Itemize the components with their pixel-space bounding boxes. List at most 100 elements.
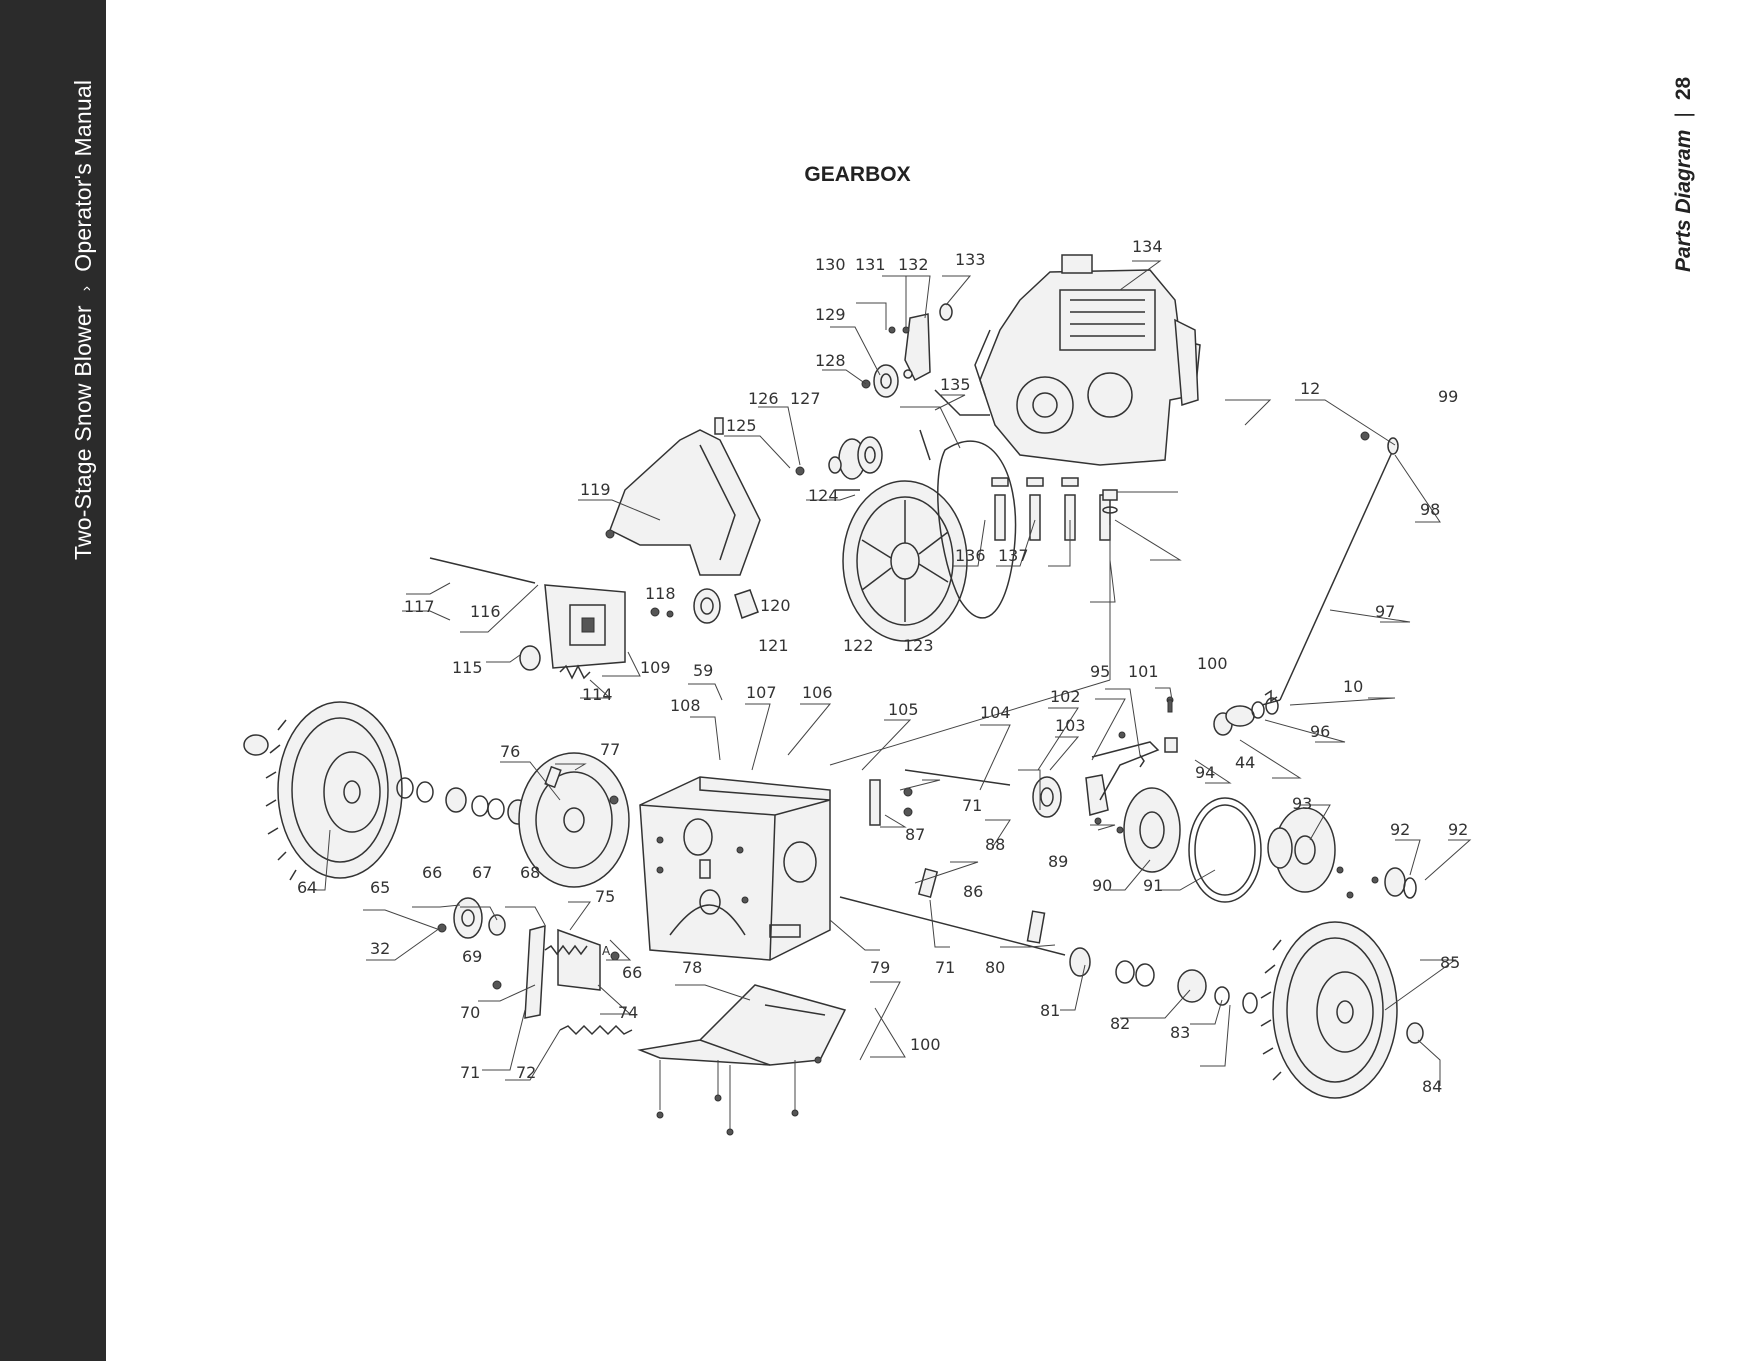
callout-100-b: 100 [910,1035,941,1054]
callout-79: 80 [985,958,1005,977]
callout-101: 101 [1128,662,1159,681]
callout-86: 87 [905,825,925,844]
callout-102: 102 [1050,687,1081,706]
callout-119: 123 [903,636,934,655]
callout-89: 90 [1092,876,1112,895]
callout-124: 128 [815,351,846,370]
callout-121: 125 [726,416,757,435]
callout-109: 109 [640,658,671,677]
callout-68: 68 [520,863,540,882]
callout-87: 88 [985,835,1005,854]
callout-90: 91 [1143,876,1163,895]
callout-71-c: 71 [460,1063,480,1082]
skid-plate [637,984,847,1136]
callout-72: 72 [516,1063,536,1082]
callout-88: 89 [1048,852,1068,871]
callout-97: 97 [1375,602,1395,621]
belt-pulleys [795,436,1017,642]
callout-131: 135 [940,375,971,394]
callout-10: 10 [1343,677,1363,696]
engine-mount-bolts [829,477,1118,766]
callouts: 130 131 132 133 134 129 128 135 126 127 … [297,237,1468,1096]
callout-98: 98 [1420,500,1440,519]
callout-113: 117 [404,597,435,616]
callout-83: 84 [1422,1077,1442,1096]
callout-93: 93 [1292,794,1312,813]
callout-117: 121 [758,636,789,655]
callout-108: 108 [670,696,701,715]
callout-84: 85 [1440,953,1460,972]
gearbox-frame [639,776,831,961]
callout-112: 116 [470,602,501,621]
idler-pulley-bracket [437,897,633,1036]
shafts [839,769,1066,956]
leader-lines [307,260,1472,1086]
belt-cover [605,417,761,576]
callout-111: 115 [452,658,483,677]
callout-100: 100 [1197,654,1228,673]
callout-71-b: 71 [935,958,955,977]
callout-126: 130 [815,255,846,274]
callout-99: 99 [1438,387,1458,406]
callout-106: 106 [802,683,833,702]
callout-129: 133 [955,250,986,269]
callout-65: 65 [370,878,390,897]
callout-128: 132 [898,255,929,274]
callout-122: 126 [748,389,779,408]
callout-95: 95 [1090,662,1110,681]
callout-91: 92 [1448,820,1468,839]
callout-85: 86 [963,882,983,901]
callout-116: 120 [760,596,791,615]
callout-132: 136 [955,546,986,565]
callout-78: 79 [870,958,890,977]
callout-133: 137 [998,546,1029,565]
callout-67: 67 [472,863,492,882]
side-band: Two-Stage Snow Blower›Operator's Manual [0,0,106,1361]
callout-81: 82 [1110,1014,1130,1033]
callout-80: 81 [1040,1001,1060,1020]
callout-114: 118 [645,584,676,603]
callout-66-b: 66 [622,963,642,982]
callout-74: 75 [595,887,615,906]
callout-77: 78 [682,958,702,977]
callout-130: 134 [1132,237,1163,256]
control-linkage [1091,431,1399,801]
callout-107: 107 [746,683,777,702]
callout-105: 105 [888,700,919,719]
callout-82: 83 [1170,1023,1190,1042]
bearing-block [429,557,759,680]
callout-12: 12 [1300,379,1320,398]
throttle-linkage [861,303,990,461]
callout-44: 44 [1235,753,1255,772]
axle-washers-left [396,752,630,888]
drive-disc-assembly [1032,774,1417,903]
callout-64: 64 [297,878,317,897]
diagram-title: GEARBOX [804,163,911,186]
callout-76: 77 [600,740,620,759]
callout-70: 70 [460,1003,480,1022]
callout-120: 124 [808,486,839,505]
callout-71-a: 71 [962,796,982,815]
callout-118: 122 [843,636,874,655]
callout-66-a: 66 [422,863,442,882]
callout-127: 131 [855,255,886,274]
engine [974,254,1201,466]
callout-125: 129 [815,305,846,324]
callout-92: 92 [1390,820,1410,839]
callout-123: 127 [790,389,821,408]
callout-32: 32 [370,939,390,958]
callout-69: 69 [462,947,482,966]
callout-110: 114 [582,685,613,704]
callout-73: 74 [618,1003,638,1022]
callout-marker-a: A [602,944,611,958]
callout-96: 96 [1310,722,1330,741]
callout-104: 104 [980,703,1011,722]
right-wheel [1069,921,1424,1099]
callout-59: 59 [693,661,713,680]
callout-115: 119 [580,480,611,499]
left-wheel [243,701,403,881]
callout-75: 76 [500,742,520,761]
callout-103: 103 [1055,716,1086,735]
callout-94: 94 [1195,763,1215,782]
